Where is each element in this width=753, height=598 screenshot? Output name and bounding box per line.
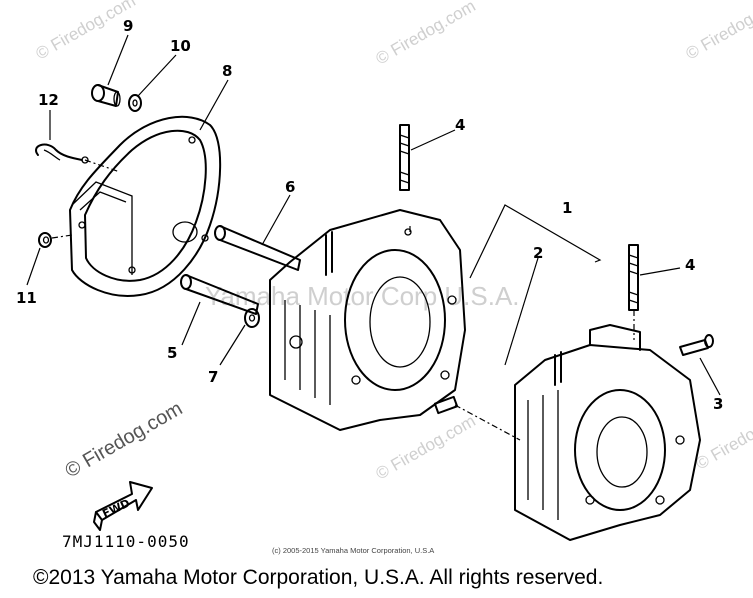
part-2-dowel (433, 395, 459, 415)
part-8-cover (69, 115, 222, 297)
part-3-bolt (679, 334, 714, 356)
callout-1: 1 (562, 199, 572, 217)
part-7-washer (244, 308, 260, 328)
callout-12: 12 (38, 91, 59, 109)
watermark-yamaha: Yamaha Motor Corp U.S.A. (205, 281, 520, 311)
callout-10: 10 (170, 37, 191, 55)
callout-9: 9 (123, 17, 133, 35)
callout-numbers: 9 10 8 12 11 6 5 7 4 1 2 4 3 (16, 17, 723, 413)
callout-11: 11 (16, 289, 37, 307)
callout-7: 7 (208, 368, 218, 386)
callout-5: 5 (167, 344, 177, 362)
watermark-firedog: © Firedog.com (373, 411, 479, 483)
callout-2: 2 (533, 244, 543, 262)
cylinder-left (269, 209, 466, 431)
drawing-code: 7MJ1110-0050 (62, 532, 190, 551)
part-6-bolt (214, 225, 301, 271)
part-4-stud-upper (399, 124, 410, 191)
callout-3: 3 (713, 395, 723, 413)
part-5-bolt (180, 274, 259, 315)
watermark-layer: © Firedog.com © Firedog.com © Firedog.co… (33, 0, 753, 483)
watermark-firedog: © Firedog.com (373, 0, 479, 68)
fwd-arrow-icon: FWD (93, 481, 153, 531)
part-11-grommet (38, 232, 52, 248)
fwd-label: FWD (100, 497, 132, 521)
part-12-clip (35, 143, 89, 164)
callout-8: 8 (222, 62, 232, 80)
watermark-firedog-left: © Firedog.com (62, 398, 187, 483)
small-copyright: (c) 2005-2015 Yamaha Motor Corporation, … (272, 546, 435, 555)
watermark-firedog: © Firedog.com (683, 0, 753, 63)
part-10-washer (128, 94, 142, 112)
part-4-stud-lower (628, 244, 639, 311)
leader-lines (26, 34, 721, 441)
callout-4: 4 (685, 256, 695, 274)
copyright-notice: ©2013 Yamaha Motor Corporation, U.S.A. A… (33, 566, 604, 589)
part-9-bolt (91, 84, 121, 107)
cylinder-right (514, 324, 701, 541)
callout-6: 6 (285, 178, 295, 196)
callout-4: 4 (455, 116, 465, 134)
